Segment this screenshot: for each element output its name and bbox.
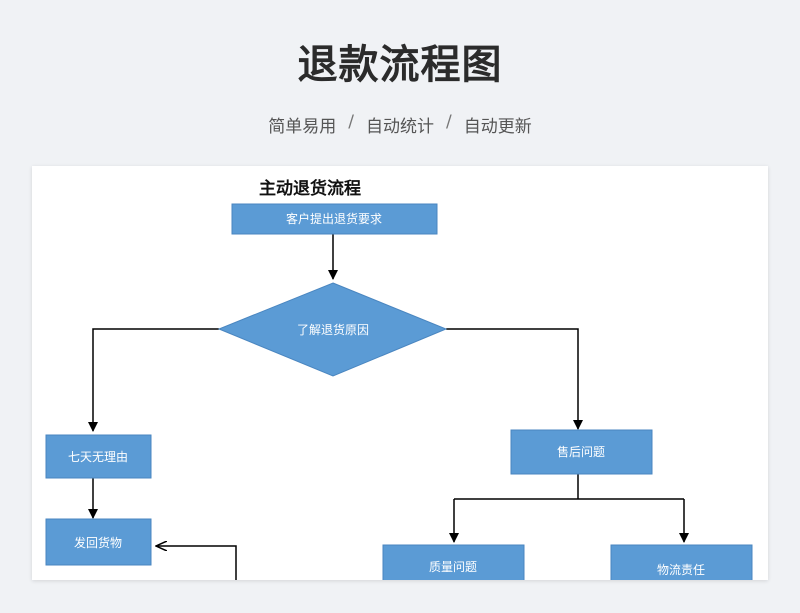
node-logistics: 物流责任 bbox=[610, 544, 753, 580]
node-reason-label: 了解退货原因 bbox=[297, 322, 369, 337]
page-title: 退款流程图 bbox=[297, 42, 503, 88]
node-reason: 了解退货原因 bbox=[217, 282, 448, 377]
subtitle-separator: / bbox=[446, 112, 452, 132]
node-logistics-label: 物流责任 bbox=[657, 563, 705, 577]
subtitle-item-stats: 自动统计 bbox=[366, 117, 434, 137]
node-request-label: 客户提出退货要求 bbox=[286, 211, 382, 226]
edge-back-to-return bbox=[156, 546, 237, 580]
edges bbox=[88, 234, 689, 580]
subtitle-item-easy: 简单易用 bbox=[268, 117, 337, 137]
node-request: 客户提出退货要求 bbox=[231, 203, 438, 235]
subtitle-separator: / bbox=[348, 112, 354, 132]
page-subtitle: 简单易用 / 自动统计 / 自动更新 bbox=[0, 112, 800, 137]
flowchart: 主动退货流程 客户提出退货要求 了解退货原因 七天无理由 bbox=[45, 178, 753, 580]
edge-reason-to-after-sales bbox=[446, 328, 583, 430]
edge-reason-to-seven-days bbox=[88, 328, 219, 432]
node-quality: 质量问题 bbox=[382, 544, 525, 580]
node-return-goods-label: 发回货物 bbox=[74, 535, 122, 550]
node-seven-days: 七天无理由 bbox=[45, 434, 152, 479]
diagram-title: 主动退货流程 bbox=[259, 178, 361, 199]
node-return-goods: 发回货物 bbox=[45, 518, 152, 566]
node-after-sales-label: 售后问题 bbox=[557, 444, 605, 459]
diagram-card: 主动退货流程 客户提出退货要求 了解退货原因 七天无理由 bbox=[32, 166, 768, 580]
subtitle-item-update: 自动更新 bbox=[463, 117, 532, 137]
node-after-sales: 售后问题 bbox=[510, 429, 653, 475]
node-seven-days-label: 七天无理由 bbox=[68, 450, 128, 464]
node-quality-label: 质量问题 bbox=[429, 560, 477, 574]
